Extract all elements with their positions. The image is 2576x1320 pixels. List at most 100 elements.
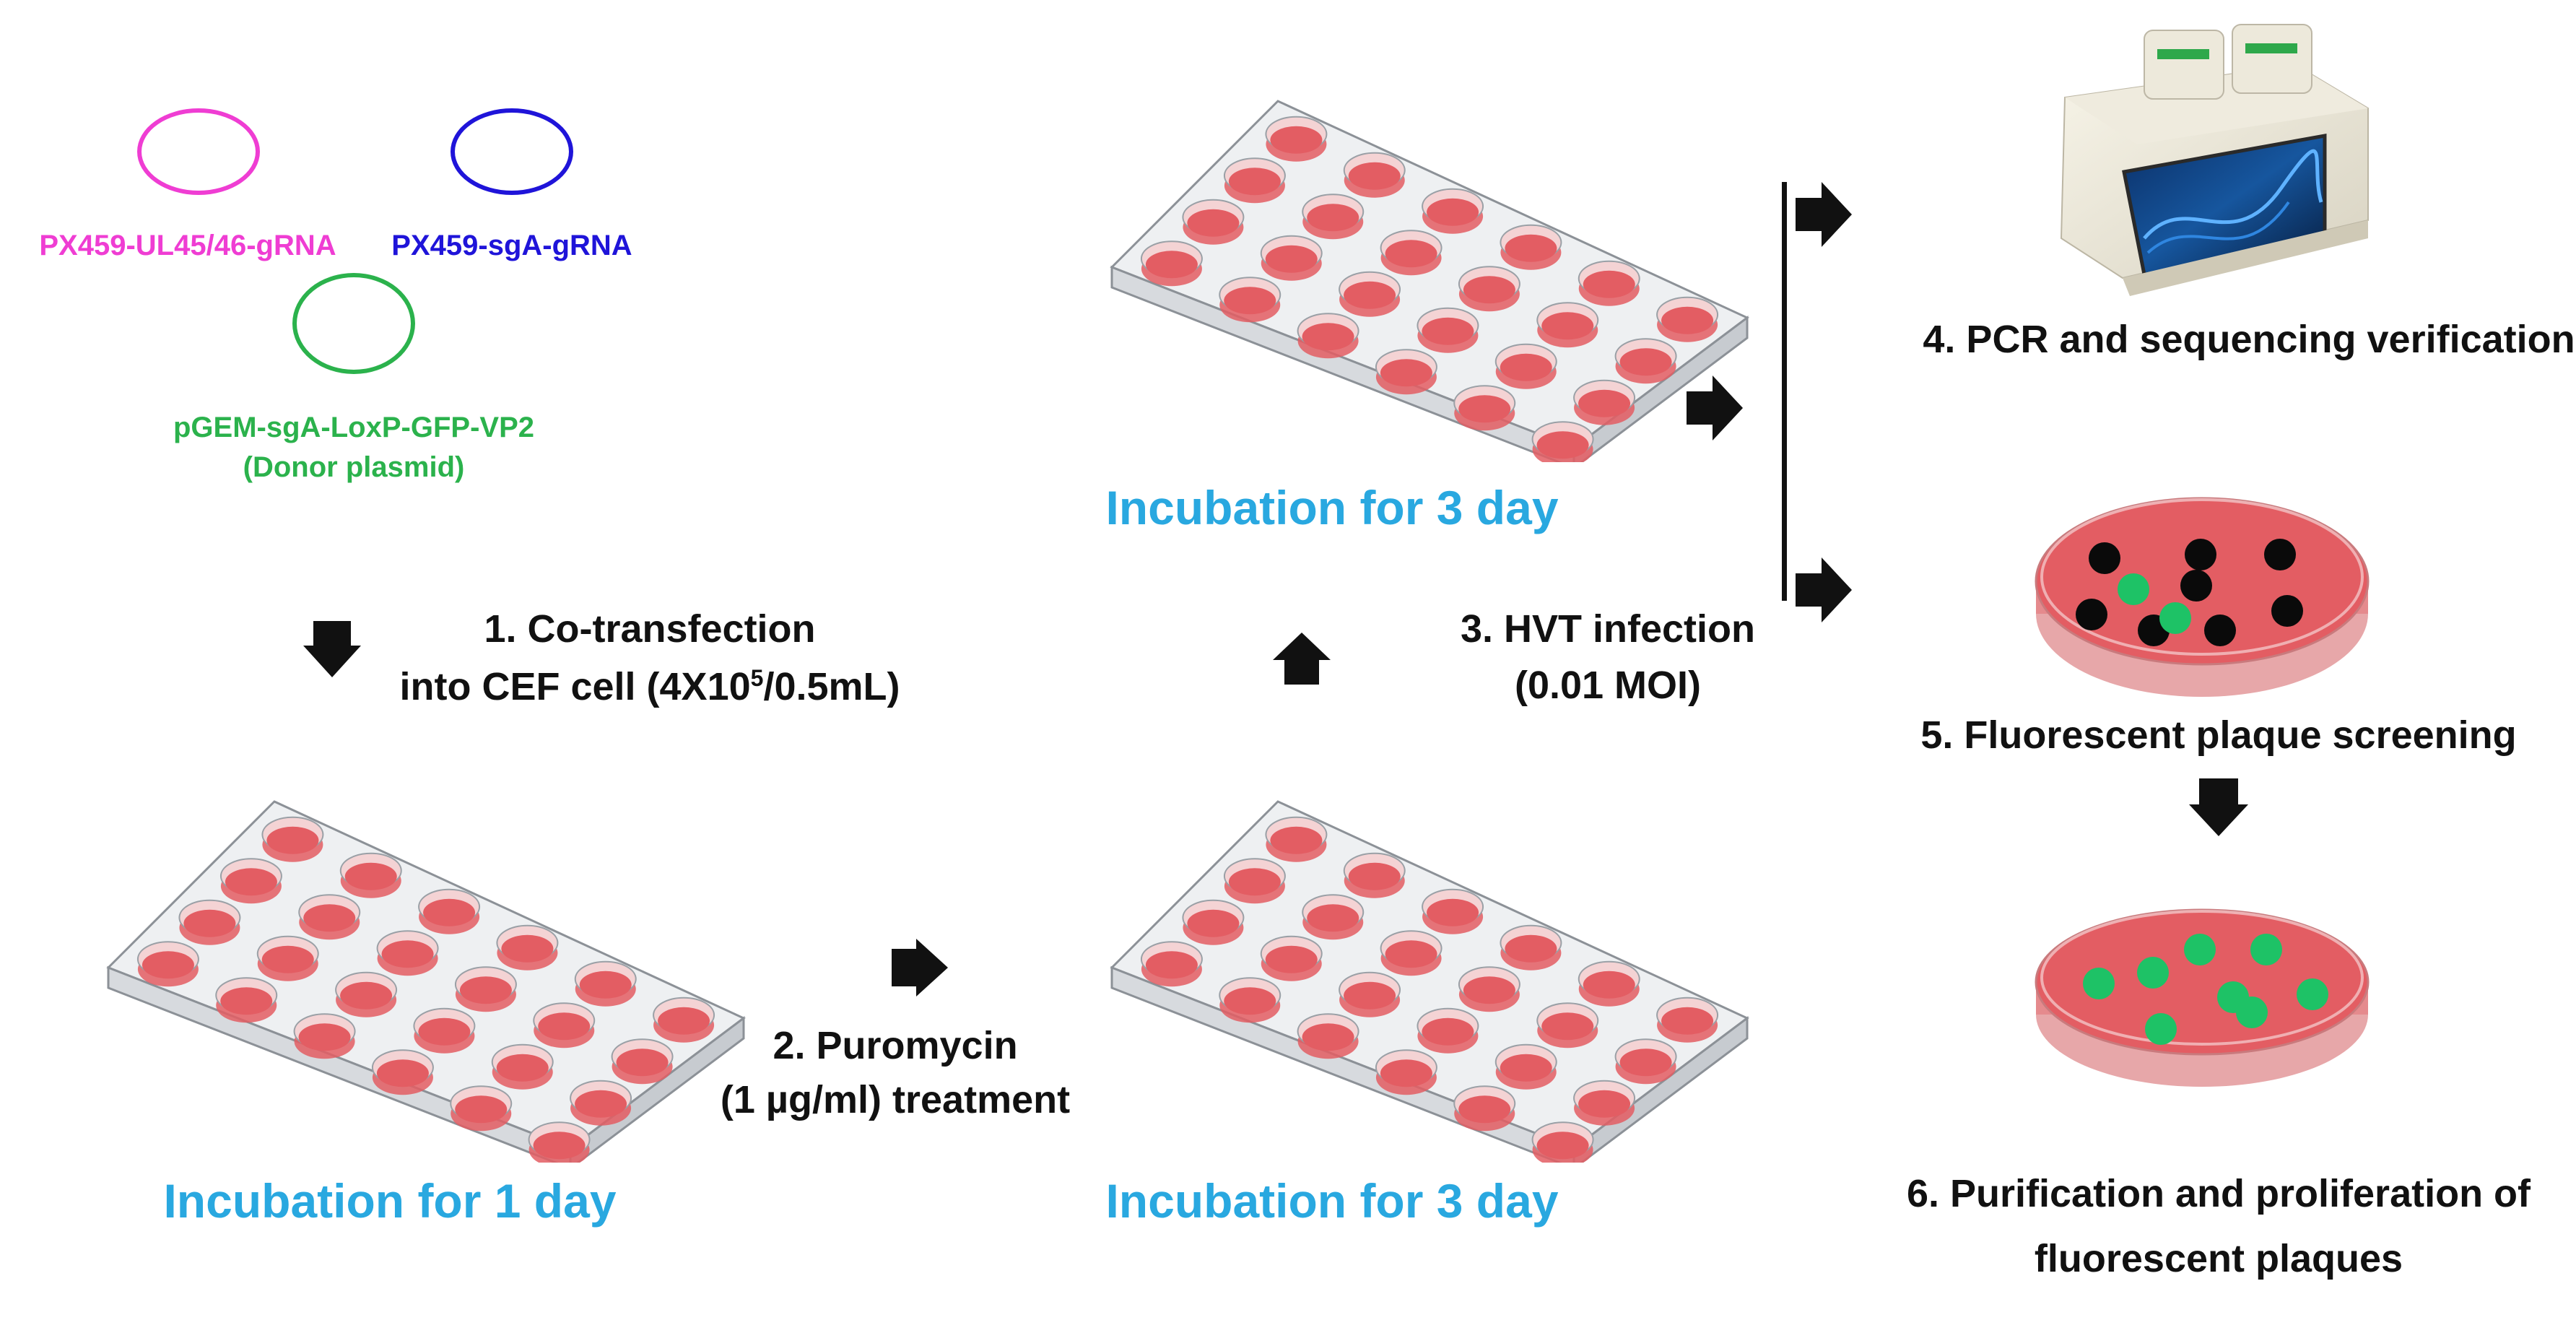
plate-well: [1614, 338, 1677, 384]
plate-well: [1219, 277, 1282, 323]
black-plaque: [2089, 542, 2120, 574]
arrow-right-icon: [1796, 182, 1852, 247]
plate-well: [1260, 235, 1323, 281]
plate-well: [418, 888, 481, 934]
plate-well: [1297, 1013, 1359, 1059]
plate-well: [1500, 924, 1562, 971]
green-plaque: [2145, 1013, 2177, 1045]
plasmid-ring-donor: [292, 273, 415, 374]
plate-well: [1265, 116, 1328, 162]
plate-well: [215, 977, 278, 1023]
green-plaque: [2297, 978, 2328, 1010]
incubation-3day-bottom-label: Incubation for 3 day: [1105, 1174, 1559, 1228]
plate-well: [1140, 941, 1203, 987]
plate-well: [1343, 852, 1406, 898]
plate-well: [491, 1043, 554, 1090]
plate-well: [1500, 224, 1562, 270]
plate-well: [496, 924, 559, 971]
arrow-up-icon: [1273, 633, 1331, 685]
plate-well: [1536, 1002, 1599, 1048]
green-plaque: [2118, 573, 2149, 605]
plate-well: [413, 1007, 476, 1054]
plate-well: [653, 996, 715, 1043]
step1-text-post: /0.5mL): [763, 665, 900, 708]
step6-label-line1: 6. Purification and proliferation of: [1906, 1172, 2531, 1215]
plate-well: [1458, 966, 1520, 1012]
black-plaque: [2180, 570, 2212, 602]
plate-well: [1380, 230, 1443, 276]
incubation-3day-top-label: Incubation for 3 day: [1105, 481, 1559, 534]
plate-well: [1339, 971, 1401, 1017]
plate-well: [1422, 888, 1484, 934]
step2-label-line2: (1 µg/ml) treatment: [720, 1078, 1071, 1121]
step3-label-line1: 3. HVT infection: [1460, 607, 1756, 651]
plate-well: [1260, 935, 1323, 981]
step1-superscript: 5: [750, 665, 764, 691]
black-plaque: [2076, 599, 2107, 630]
plasmid-ring-sga: [451, 108, 573, 195]
arrow-down-icon: [2189, 778, 2248, 836]
plate-well: [335, 971, 398, 1017]
plate-well: [1223, 157, 1286, 204]
petri-dish-icon: [2035, 497, 2370, 697]
black-plaque: [2204, 615, 2236, 646]
plasmid-label-ul45-46: PX459-UL45/46-gRNA: [39, 230, 336, 261]
petri-dish-icon: [2035, 908, 2370, 1087]
step3-label-line2: (0.01 MOI): [1514, 664, 1702, 707]
plate-well: [1494, 343, 1557, 389]
branch-line: [1782, 182, 1787, 601]
plate-well: [256, 935, 319, 981]
plate-well: [136, 941, 199, 987]
arrow-right-icon: [1687, 375, 1743, 440]
arrow-right-icon: [892, 939, 948, 996]
plate-well: [1614, 1038, 1677, 1085]
plate-well: [1656, 996, 1719, 1043]
plate-well: [1375, 349, 1437, 395]
arrow-down-icon: [303, 621, 361, 677]
plate-well: [570, 1080, 632, 1126]
plate-well: [1578, 960, 1640, 1007]
plate-well: [261, 816, 324, 862]
well-plate-icon: [106, 800, 746, 1163]
plate-well: [1536, 302, 1599, 348]
plate-well: [1375, 1049, 1437, 1095]
step1-text-pre: into CEF cell (4X10: [399, 665, 751, 708]
plate-well: [371, 1049, 434, 1095]
plate-well: [1302, 194, 1365, 240]
plate-well: [1656, 296, 1719, 342]
plate-well: [1219, 977, 1282, 1023]
green-plaque: [2137, 957, 2169, 989]
plate-well: [1140, 240, 1203, 287]
plate-well: [1417, 1007, 1479, 1054]
plate-well: [1182, 899, 1245, 945]
plate-well: [1578, 260, 1640, 306]
plate-well: [339, 852, 402, 898]
plate-well: [293, 1013, 356, 1059]
plate-well: [1182, 199, 1245, 245]
step4-label: 4. PCR and sequencing verification: [1923, 318, 2575, 361]
green-plaque: [2083, 968, 2115, 999]
well-plate-icon: [1110, 800, 1749, 1163]
plate-well: [611, 1038, 674, 1085]
plate-well: [1223, 858, 1286, 904]
step1-label-line1: 1. Co-transfection: [484, 607, 816, 651]
well-plate-icon: [1110, 100, 1749, 462]
step1-label-line2: into CEF cell (4X105/0.5mL): [400, 654, 900, 711]
plate-well: [1297, 313, 1359, 359]
plate-well: [574, 960, 637, 1007]
black-plaque: [2185, 539, 2216, 570]
plasmid-sublabel-donor: (Donor plasmid): [243, 451, 465, 483]
plate-well: [1573, 379, 1636, 425]
plate-well: [298, 894, 361, 940]
plate-well: [528, 1121, 591, 1163]
step5-label: 5. Fluorescent plaque screening: [1920, 713, 2517, 757]
plate-well: [1422, 188, 1484, 234]
plate-well: [1458, 266, 1520, 312]
green-plaque: [2184, 934, 2216, 965]
plate-well: [454, 966, 517, 1012]
plate-well: [1531, 1121, 1594, 1163]
plate-well: [450, 1085, 513, 1132]
plate-well: [1265, 816, 1328, 862]
step6-label-line2: fluorescent plaques: [2034, 1237, 2403, 1280]
